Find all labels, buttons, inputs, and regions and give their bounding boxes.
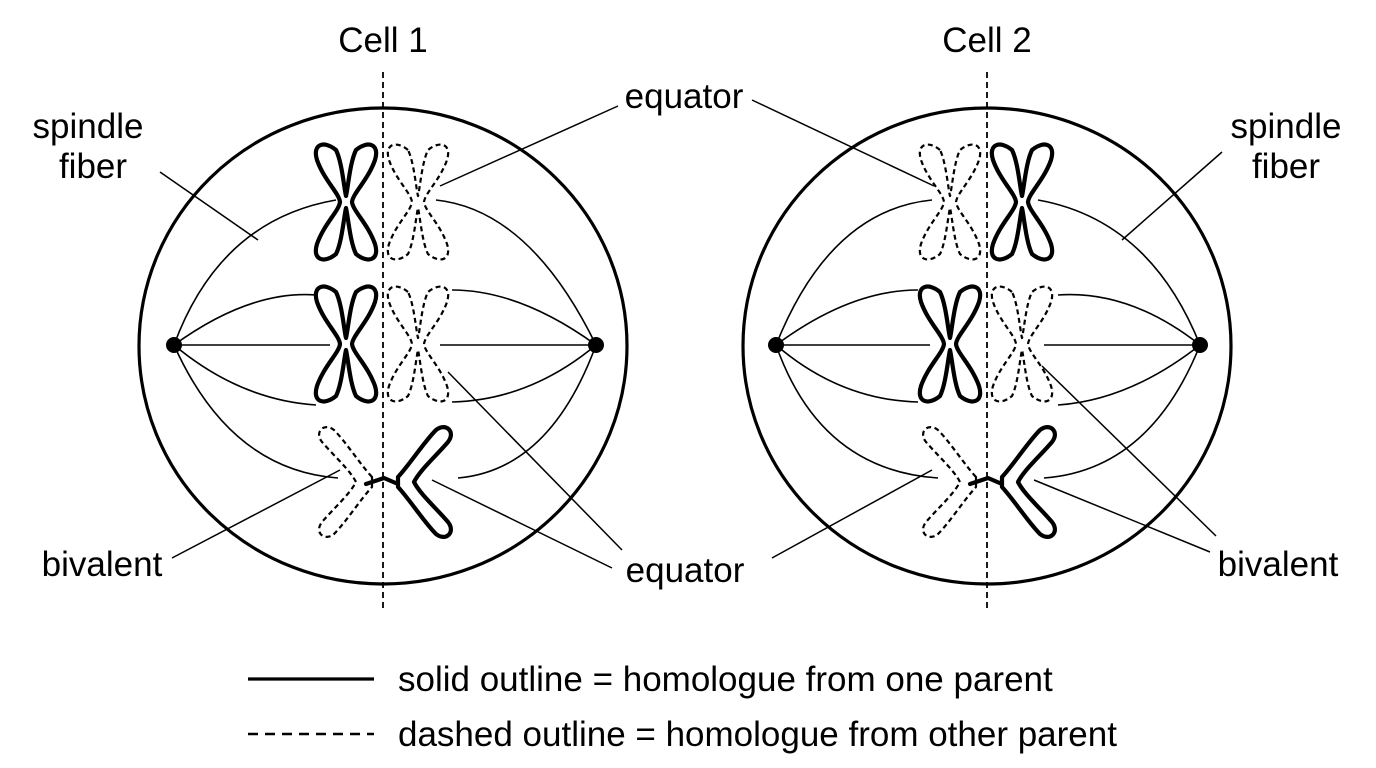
- cell-1-spindle-fibers: [173, 199, 597, 479]
- cell-2-spindle-label-line-2: fiber: [1252, 147, 1320, 186]
- cell-1-homologue-dashed-1: [386, 143, 450, 261]
- cell-1-leader-lines: [159, 105, 623, 569]
- cell-1-spindle-label-line-1: spindle: [33, 107, 144, 146]
- cell-2-spindle-fibers: [775, 199, 1201, 479]
- cell-1-title: Cell 1: [338, 21, 427, 60]
- cell-2-left-centrosome: [768, 337, 784, 353]
- cell-2-chiasma: [967, 475, 1005, 487]
- cell-2-leader-lines: [751, 99, 1223, 559]
- cell-2-homologue-solid-1: [992, 145, 1052, 260]
- cell-2-bivalent-2: [920, 285, 1054, 403]
- cell-2-homologue-dashed-3: [921, 425, 978, 539]
- legend-solid-text: solid outline = homologue from one paren…: [398, 660, 1053, 699]
- cell-1-homologue-dashed-2: [386, 285, 450, 403]
- cell-2-bivalent-label: bivalent: [1218, 545, 1339, 584]
- cell-1-bivalent-label: bivalent: [42, 545, 163, 584]
- cell-1-spindle-label-line-2: fiber: [59, 147, 127, 186]
- cell-1-bivalent-3: [317, 425, 451, 539]
- cell-2-spindle-label-line-1: spindle: [1231, 107, 1342, 146]
- cell-2-bivalent-1: [918, 143, 1052, 261]
- cell-1-equator-bottom-label: equator: [626, 551, 745, 590]
- legend: solid outline = homologue from one paren…: [248, 660, 1117, 754]
- cell-2-title: Cell 2: [942, 21, 1031, 60]
- cell-2-homologue-dashed-2: [990, 285, 1054, 403]
- cell-2-homologue-solid-2: [920, 287, 980, 402]
- cell-2-bivalent-3: [921, 425, 1055, 539]
- cell-1-left-centrosome: [166, 337, 182, 353]
- cell-2-homologue-dashed-1: [918, 143, 982, 261]
- cell-1-chiasma: [363, 475, 401, 487]
- cell-2-right-centrosome: [1192, 337, 1208, 353]
- cell-1-equator-top-label: equator: [625, 77, 744, 116]
- cell-1-homologue-solid-2: [316, 287, 376, 402]
- cell-1: Cell 1 spindle fiber equator bivalent eq…: [33, 21, 745, 608]
- cell-1-homologue-solid-3: [398, 427, 451, 537]
- cell-1-homologue-dashed-3: [317, 425, 374, 539]
- cell-1-bivalent-2: [316, 285, 450, 403]
- legend-dashed-text: dashed outline = homologue from other pa…: [398, 715, 1117, 754]
- cell-2: Cell 2 spindle fiber bivalent: [741, 21, 1342, 608]
- cell-1-bivalent-1: [316, 143, 450, 261]
- cell-2-homologue-solid-3: [1002, 427, 1055, 537]
- cell-1-right-centrosome: [588, 337, 604, 353]
